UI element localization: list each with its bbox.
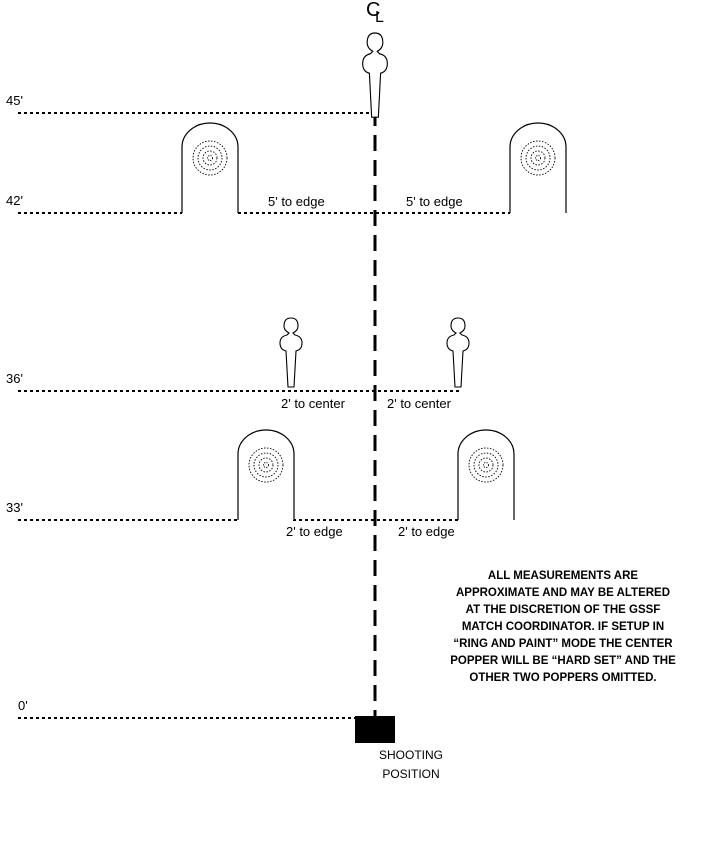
note-line: AT THE DISCRETION OF THE GSSF	[465, 604, 661, 616]
note-line: OTHER TWO POPPERS OMITTED.	[469, 672, 657, 684]
distance-label-36: 36'	[6, 371, 23, 386]
popper-36-left-icon	[279, 317, 303, 388]
center-popper-icon	[362, 32, 388, 118]
note-line: POPPER WILL BE “HARD SET” AND THE	[450, 655, 676, 667]
measurement-note: ALL MEASUREMENTS ARE APPROXIMATE AND MAY…	[418, 568, 708, 687]
spacing-label-42-right: 5' to edge	[406, 194, 463, 209]
spacing-label-36-right: 2' to center	[387, 396, 451, 411]
shooting-position-line-1: SHOOTING	[378, 748, 443, 762]
spacing-label-36-left: 2' to center	[281, 396, 345, 411]
note-line: MATCH COORDINATOR. IF SETUP IN	[461, 621, 665, 633]
centerline-symbol-l: L	[375, 9, 384, 26]
ring-target-42-right-icon	[509, 122, 567, 214]
spacing-label-42-left: 5' to edge	[268, 194, 325, 209]
distance-label-45: 45'	[6, 93, 23, 108]
spacing-label-33-right: 2' to edge	[398, 524, 455, 539]
distance-label-33: 33'	[6, 500, 23, 515]
distance-label-0: 0'	[18, 698, 28, 713]
note-line: “RING AND PAINT” MODE THE CENTER	[453, 638, 673, 650]
shooting-position-box	[355, 716, 395, 743]
shooting-position-line-2: POSITION	[382, 767, 440, 781]
ring-target-33-left-icon	[237, 429, 295, 521]
centerline-symbol-c: C	[366, 0, 381, 21]
ring-target-33-right-icon	[457, 429, 515, 521]
shooting-position-label: SHOOTING POSITION	[366, 746, 456, 784]
note-line: ALL MEASUREMENTS ARE	[487, 570, 639, 582]
distance-label-42: 42'	[6, 193, 23, 208]
ring-target-42-left-icon	[181, 122, 239, 214]
spacing-label-33-left: 2' to edge	[286, 524, 343, 539]
note-line: APPROXIMATE AND MAY BE ALTERED	[455, 587, 671, 599]
popper-36-right-icon	[446, 317, 470, 388]
